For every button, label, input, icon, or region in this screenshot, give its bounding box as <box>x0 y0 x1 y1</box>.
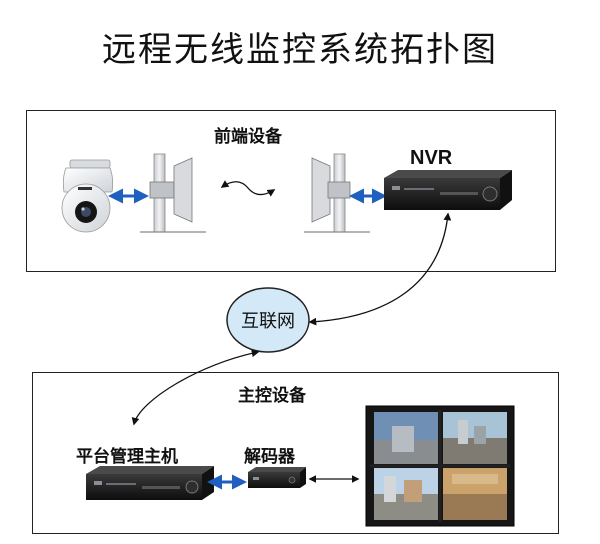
nvr-label: NVR <box>410 147 453 169</box>
internet-label: 互联网 <box>241 311 295 332</box>
host-server-icon <box>86 466 214 500</box>
video-wall-icon <box>365 405 515 527</box>
main-section-label: 主控设备 <box>238 386 306 406</box>
wireless-link <box>220 180 276 197</box>
wireless-bridge-icon <box>304 153 370 233</box>
host-label: 平台管理主机 <box>76 447 178 467</box>
decoder-icon <box>248 467 306 488</box>
internet-host-link <box>131 349 260 426</box>
page-title: 远程无线监控系统拓扑图 <box>102 30 498 70</box>
internet-cloud-icon <box>226 287 310 353</box>
nvr-internet-link <box>308 212 452 326</box>
decoder-label: 解码器 <box>244 447 295 467</box>
nvr-icon <box>384 170 512 210</box>
front-section-label: 前端设备 <box>214 127 282 147</box>
wireless-bridge-icon <box>140 153 206 233</box>
ptz-camera-icon <box>61 159 114 233</box>
